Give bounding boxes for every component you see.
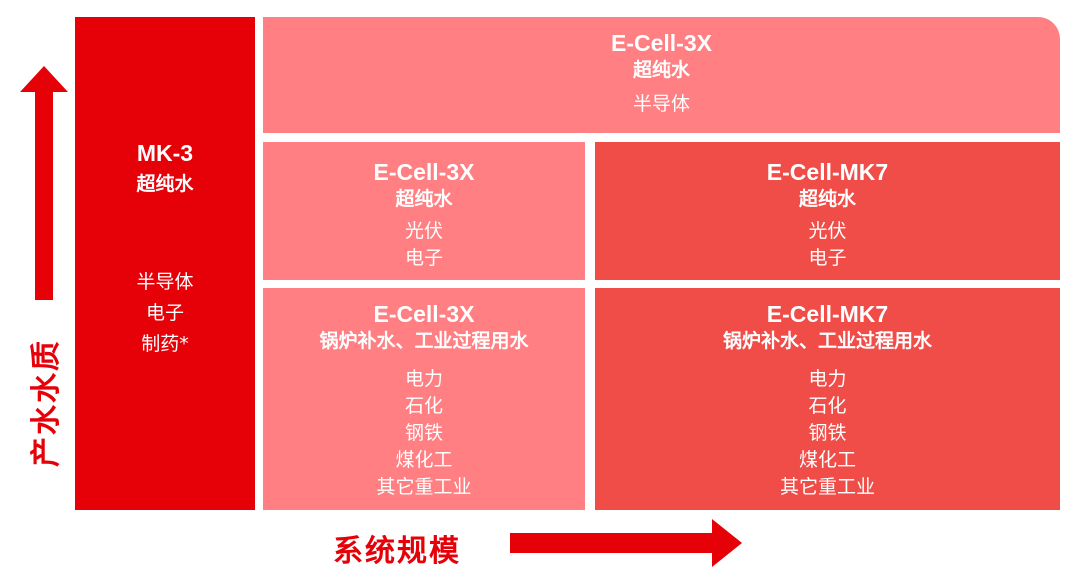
application-item: 其它重工业 [376,476,472,498]
application-item: 光伏 [808,220,847,242]
application-item: 光伏 [404,220,443,242]
x-axis-label: 系统规模 [333,534,461,569]
card-title: MK-3 [136,140,194,166]
application-item: 电子 [404,247,443,269]
ecell-mk7-ultrapure-card: E-Cell-MK7 超纯水 光伏 电子 [595,142,1060,280]
card-title: E-Cell-3X [373,301,475,327]
card-subtitle: 超纯水 [632,59,690,81]
card-subtitle: 超纯水 [395,188,453,210]
card-subtitle: 超纯水 [136,173,194,195]
application-item: 钢铁 [808,422,847,444]
card-subtitle: 锅炉补水、工业过程用水 [319,330,529,352]
application-item: 电子 [145,302,184,324]
ecell-mk7-industrial-card: E-Cell-MK7 锅炉补水、工业过程用水 电力 石化 钢铁 煤化工 其它重工… [595,288,1060,510]
card-title: E-Cell-MK7 [766,301,889,327]
application-item: 石化 [808,395,847,417]
application-item: 钢铁 [404,422,443,444]
y-axis-label: 产水水质 [20,330,66,475]
card-subtitle: 锅炉补水、工业过程用水 [722,330,932,352]
ecell-3x-industrial-card: E-Cell-3X 锅炉补水、工业过程用水 电力 石化 钢铁 煤化工 其它重工业 [263,288,585,510]
application-item: 其它重工业 [779,476,875,498]
up-arrow-icon [20,66,68,300]
application-item: 煤化工 [798,449,856,471]
right-arrow-icon [510,519,742,567]
application-item: 半导体 [136,271,194,293]
y-axis-text: 产水水质 [29,338,64,467]
mk3-card: MK-3 超纯水 半导体 电子 制药* [75,17,255,510]
application-item: 半导体 [632,93,690,115]
application-item: 制药* [141,333,189,355]
ecell-3x-ultrapure-large-card: E-Cell-3X 超纯水 半导体 [263,17,1060,133]
card-subtitle: 超纯水 [798,188,856,210]
ecell-3x-ultrapure-card: E-Cell-3X 超纯水 光伏 电子 [263,142,585,280]
card-title: E-Cell-MK7 [766,159,889,185]
application-item: 电力 [808,368,847,390]
card-title: E-Cell-3X [611,30,712,56]
application-item: 电力 [404,368,443,390]
card-title: E-Cell-3X [373,159,475,185]
application-item: 煤化工 [395,449,453,471]
application-item: 电子 [808,247,847,269]
application-item: 石化 [404,395,443,417]
